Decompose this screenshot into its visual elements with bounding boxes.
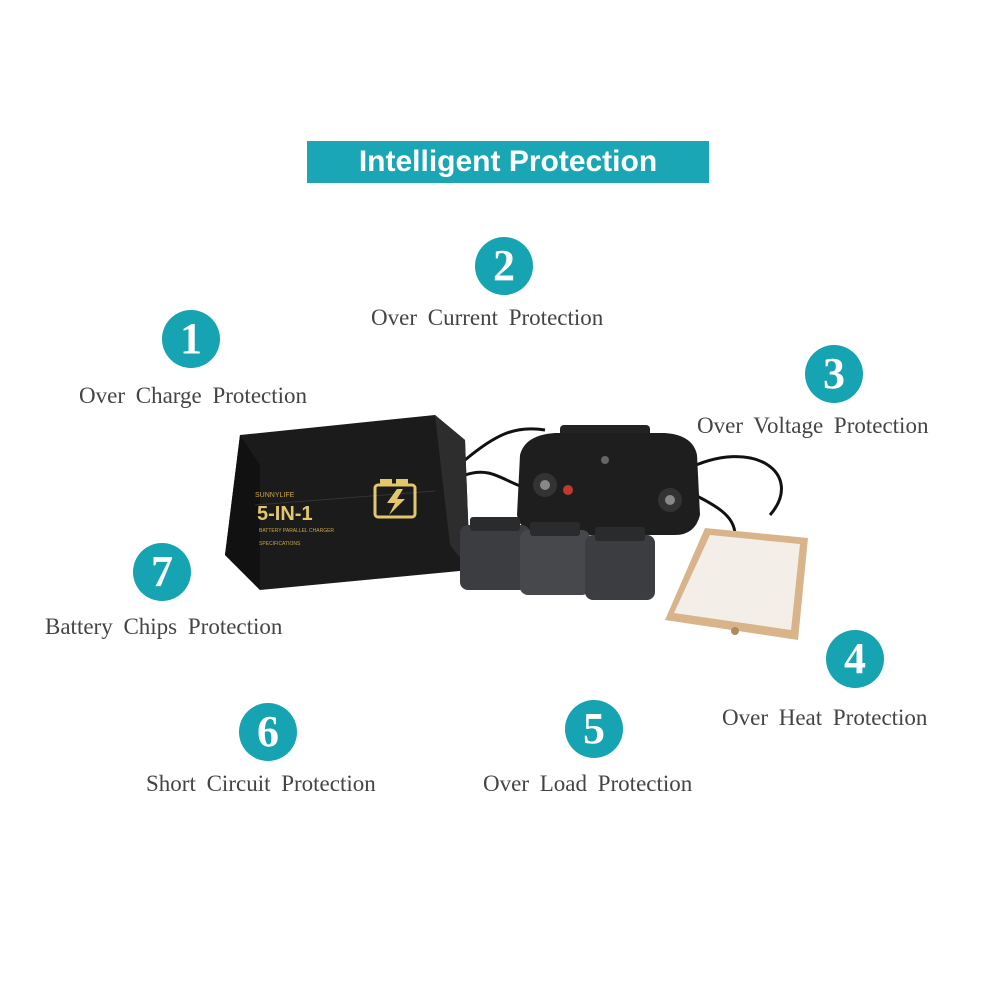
- charger-spec: SPECIFICATIONS: [259, 541, 301, 547]
- batteries: [460, 517, 655, 600]
- feature-label-6: Short Circuit Protection: [146, 771, 376, 796]
- charger-model: 5-IN-1: [257, 503, 313, 525]
- product-photo: SUNNYLIFE 5-IN-1 BATTERY PARALLEL CHARGE…: [225, 415, 808, 640]
- feature-label-7: Battery Chips Protection: [45, 614, 283, 639]
- feature-label-3: Over Voltage Protection: [697, 413, 929, 438]
- feature-number-6: 6: [239, 703, 297, 761]
- title-banner: Intelligent Protection: [307, 141, 709, 183]
- feature-label-2: Over Current Protection: [371, 305, 604, 330]
- feature-number-7: 7: [133, 543, 191, 601]
- feature-number-5: 5: [565, 700, 623, 758]
- feature-number-2: 2: [475, 237, 533, 295]
- feature-label-4: Over Heat Protection: [722, 705, 928, 730]
- charger-brand: SUNNYLIFE: [255, 492, 295, 499]
- remote-controller: [517, 425, 700, 535]
- feature-number-1: 1: [162, 310, 220, 368]
- charger-subtitle: BATTERY PARALLEL CHARGER: [259, 528, 334, 534]
- feature-number-3: 3: [805, 345, 863, 403]
- feature-number-4: 4: [826, 630, 884, 688]
- charger-box: SUNNYLIFE 5-IN-1 BATTERY PARALLEL CHARGE…: [225, 415, 470, 590]
- smartphone: [665, 528, 808, 640]
- feature-label-1: Over Charge Protection: [79, 383, 308, 408]
- feature-label-5: Over Load Protection: [483, 771, 693, 796]
